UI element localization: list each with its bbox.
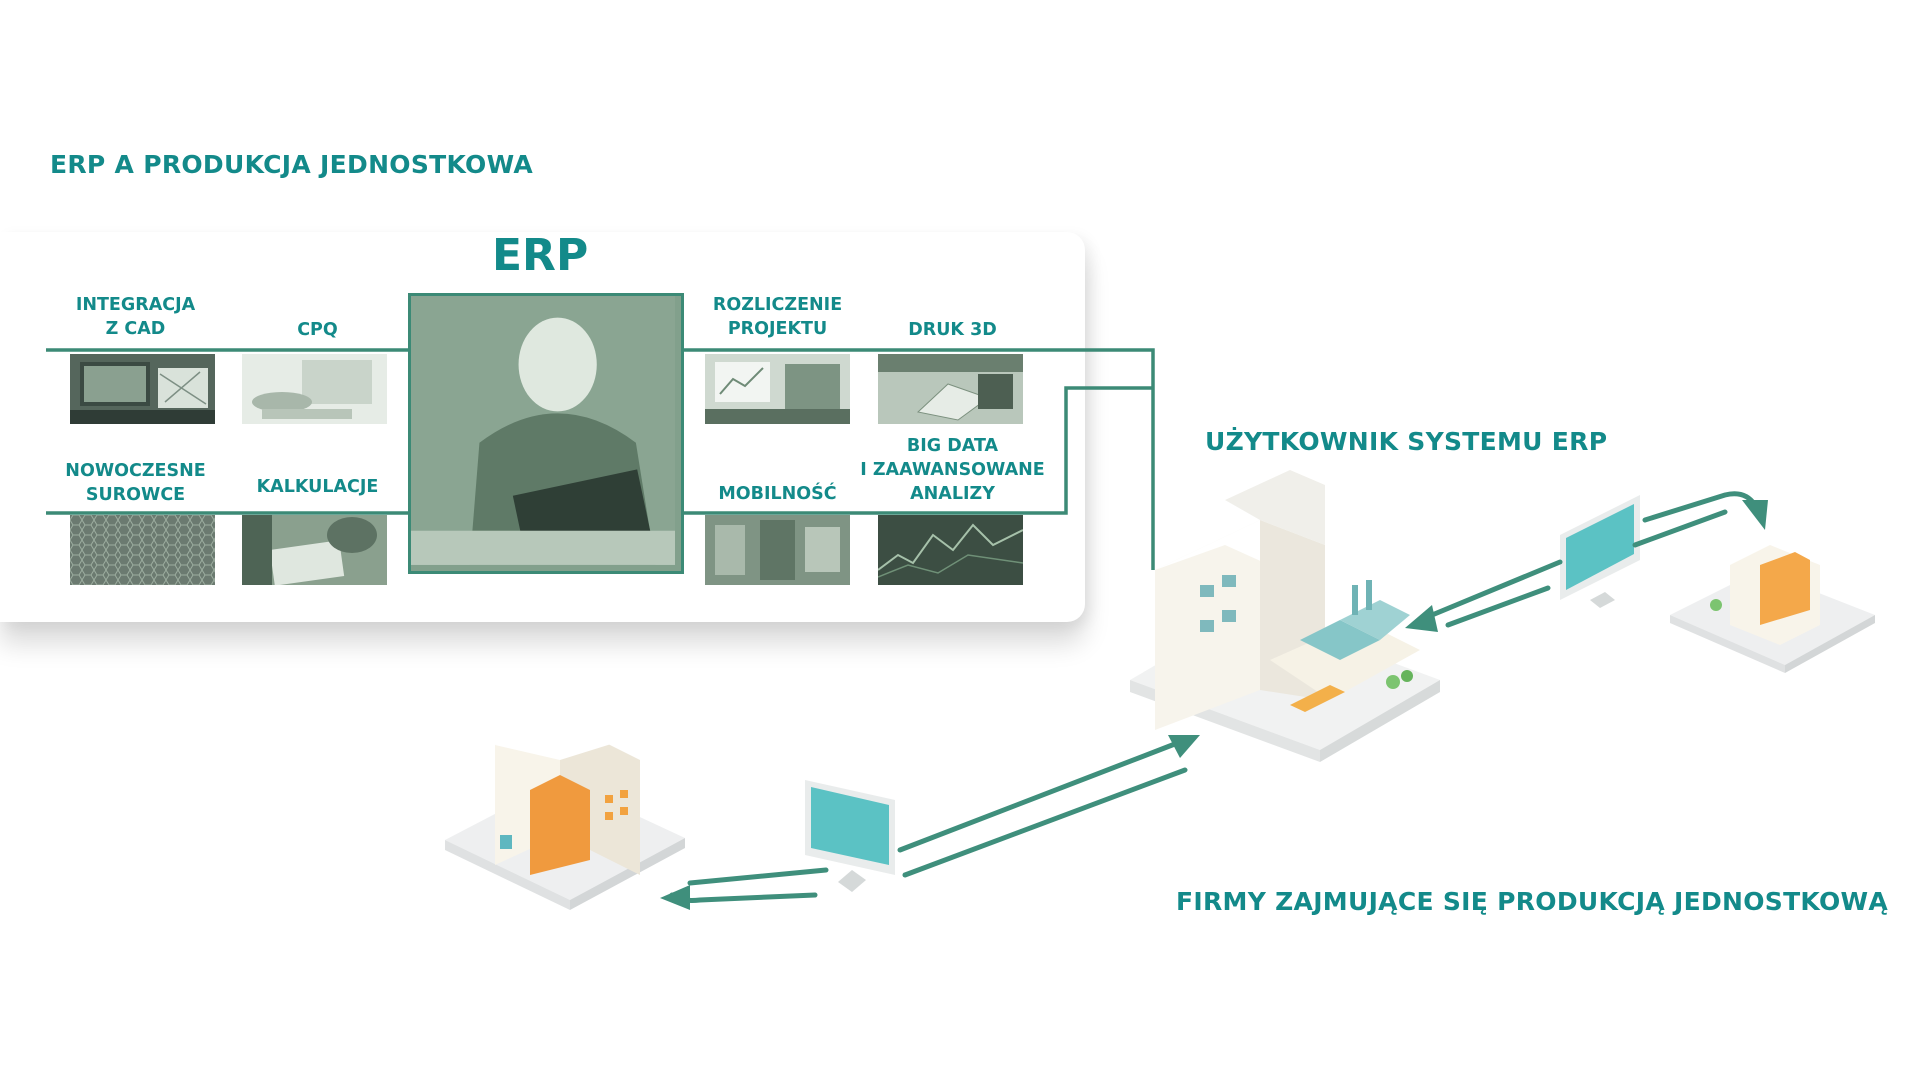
module-label-cad: INTEGRACJA Z CAD — [75, 295, 196, 339]
factory-icon — [1130, 470, 1440, 762]
module-label-3d-print: DRUK 3D — [908, 320, 997, 340]
customer-building-icon-right — [1670, 545, 1875, 673]
module-label-big-data: BIG DATA I ZAAWANSOWANE ANALIZY — [860, 436, 1045, 504]
erp-heading: ERP — [492, 230, 589, 281]
photo-big-data — [878, 515, 1023, 585]
module-label-mobility: MOBILNOŚĆ — [718, 484, 837, 504]
erp-user-label: UŻYTKOWNIK SYSTEMU ERP — [1205, 427, 1608, 456]
photo-cad — [70, 354, 215, 424]
photo-project-billing — [705, 354, 850, 424]
photo-mobility — [705, 515, 850, 585]
photo-3d-print — [878, 354, 1023, 424]
photo-materials — [70, 515, 215, 585]
monitor-icon-top — [1560, 495, 1640, 608]
photo-erp-center — [408, 293, 684, 574]
photo-cpq — [242, 354, 387, 424]
monitor-icon-bottom — [805, 780, 895, 892]
module-label-project-billing: ROZLICZENIE PROJEKTU — [712, 295, 843, 339]
module-label-materials: NOWOCZESNE SUROWCE — [65, 461, 206, 505]
module-label-cpq: CPQ — [297, 320, 338, 340]
module-label-calculations: KALKULACJE — [256, 477, 379, 497]
photo-calculations — [242, 515, 387, 585]
firms-label: FIRMY ZAJMUJĄCE SIĘ PRODUKCJĄ JEDNOSTKOW… — [1176, 887, 1889, 916]
customer-building-icon — [445, 710, 685, 910]
page-title: ERP A PRODUKCJA JEDNOSTKOWA — [50, 150, 534, 179]
